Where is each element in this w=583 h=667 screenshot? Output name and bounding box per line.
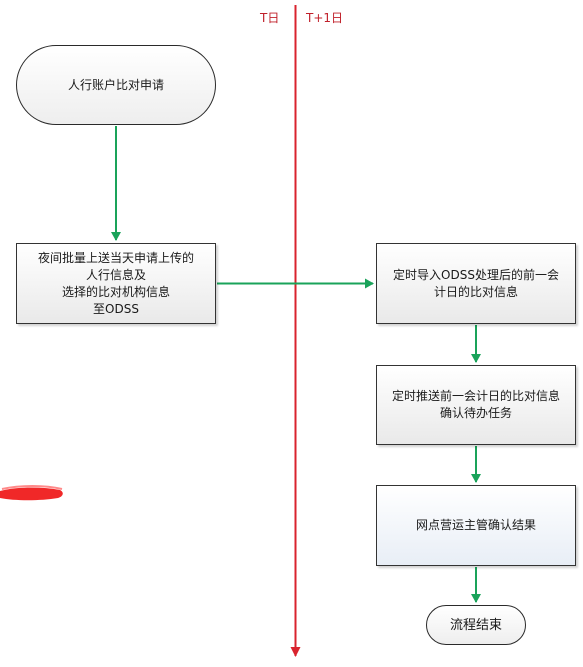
import-results-label: 定时导入ODSS处理后的前一会 计日的比对信息 <box>393 267 559 299</box>
push-tasks-process[interactable]: 定时推送前一会计日的比对信息 确认待办任务 <box>376 365 576 445</box>
lane-label-t-plus-1-day: T+1日 <box>306 11 344 25</box>
upload-batch-process[interactable]: 夜间批量上送当天申请上传的 人行信息及 选择的比对机构信息 至ODSS <box>16 243 216 324</box>
lane-label-t-day: T日 <box>260 11 280 25</box>
red-scribble-mark <box>0 485 63 501</box>
start-terminal[interactable]: 人行账户比对申请 <box>16 45 216 125</box>
branch-confirm-process[interactable]: 网点营运主管确认结果 <box>376 485 576 566</box>
branch-confirm-label: 网点营运主管确认结果 <box>415 518 536 532</box>
upload-batch-label: 夜间批量上送当天申请上传的 人行信息及 选择的比对机构信息 至ODSS <box>37 250 194 316</box>
end-terminal[interactable]: 流程结束 <box>426 605 526 645</box>
end-terminal-label: 流程结束 <box>449 617 502 633</box>
push-tasks-label: 定时推送前一会计日的比对信息 确认待办任务 <box>391 389 560 420</box>
import-results-process[interactable]: 定时导入ODSS处理后的前一会 计日的比对信息 <box>376 243 576 324</box>
start-terminal-label: 人行账户比对申请 <box>67 77 164 92</box>
